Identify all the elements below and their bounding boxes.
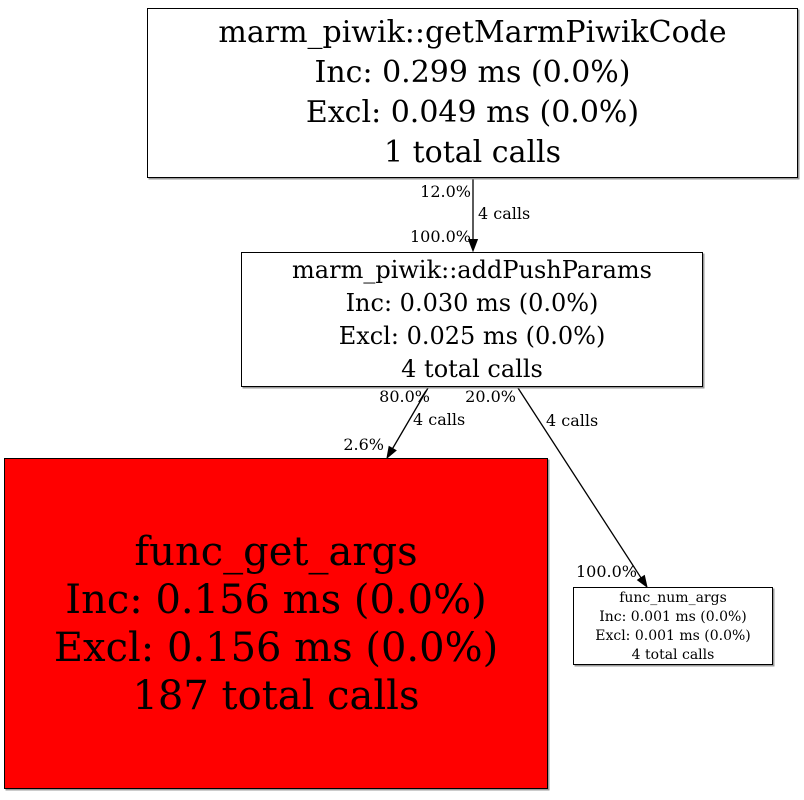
edge1-calls-label: 4 calls	[478, 204, 531, 223]
node-title: marm_piwik::getMarmPiwikCode	[218, 15, 727, 50]
edge2-target-percent-label: 2.6%	[343, 435, 384, 454]
node-total-calls: 4 total calls	[401, 355, 543, 383]
node-title: func_num_args	[619, 590, 727, 606]
node-exclusive-time: Excl: 0.049 ms (0.0%)	[305, 95, 640, 130]
node-inclusive-time: Inc: 0.001 ms (0.0%)	[599, 609, 747, 625]
node-total-calls: 4 total calls	[631, 647, 715, 663]
edge2-calls-label: 4 calls	[413, 410, 466, 429]
edge3-target-percent-label: 100.0%	[576, 562, 638, 581]
node-funcgetargs: func_get_args Inc: 0.156 ms (0.0%) Excl:…	[4, 458, 548, 789]
edge2-source-percent-label: 80.0%	[379, 387, 430, 406]
node-total-calls: 187 total calls	[132, 672, 420, 719]
node-exclusive-time: Excl: 0.156 ms (0.0%)	[53, 624, 499, 671]
arrowhead-icon	[386, 445, 397, 460]
node-funcnumargs: func_num_args Inc: 0.001 ms (0.0%) Excl:…	[573, 587, 773, 665]
node-exclusive-time: Excl: 0.025 ms (0.0%)	[338, 322, 606, 350]
node-title: marm_piwik::addPushParams	[292, 256, 652, 284]
node-total-calls: 1 total calls	[383, 135, 562, 170]
edge3-calls-label: 4 calls	[546, 411, 599, 430]
node-addpushparams: marm_piwik::addPushParams Inc: 0.030 ms …	[241, 252, 703, 387]
node-inclusive-time: Inc: 0.156 ms (0.0%)	[65, 576, 487, 623]
edge3-source-percent-label: 20.0%	[465, 387, 516, 406]
node-inclusive-time: Inc: 0.030 ms (0.0%)	[345, 289, 599, 317]
edge1-target-percent-label: 100.0%	[409, 227, 471, 246]
node-getmarmpiwikcode: marm_piwik::getMarmPiwikCode Inc: 0.299 …	[147, 8, 798, 178]
edge1-source-percent-label: 12.0%	[420, 182, 471, 201]
node-inclusive-time: Inc: 0.299 ms (0.0%)	[314, 55, 631, 90]
node-title: func_get_args	[134, 528, 418, 575]
arrowhead-icon	[636, 574, 648, 589]
node-exclusive-time: Excl: 0.001 ms (0.0%)	[595, 628, 751, 644]
